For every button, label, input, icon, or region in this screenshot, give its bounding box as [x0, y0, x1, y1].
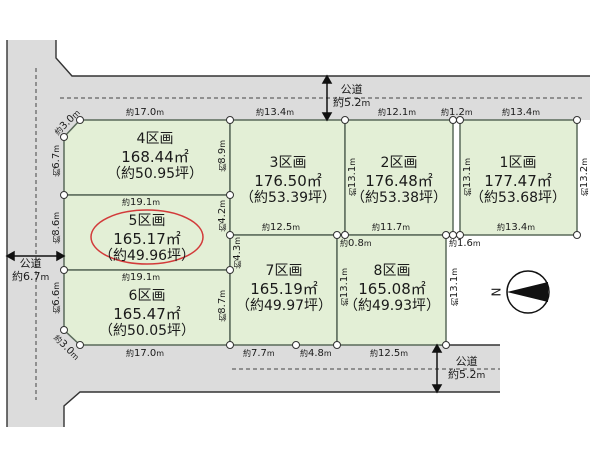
dim-right-8: 約13.1m — [449, 268, 460, 307]
road-width: 約5.2 — [448, 367, 477, 381]
lot-name: 2区画 — [380, 155, 418, 171]
road-width: 約5.2 — [333, 95, 362, 109]
lot-name: 8区画 — [373, 263, 411, 279]
dim-right-1: 約13.2m — [579, 158, 590, 197]
dim-gap-08: 約0.8m — [340, 238, 372, 249]
lot-tsubo: （約53.38坪） — [350, 189, 448, 206]
highlight-ring — [90, 209, 204, 265]
dim-left-2: 約13.1m — [347, 158, 358, 197]
dim-left-1: 約13.1m — [462, 158, 473, 197]
compass-north-label: N — [489, 287, 504, 297]
lot-area: 165.19㎡ — [250, 279, 318, 298]
dim-top-gap: 約1.2m — [441, 107, 473, 118]
dim-right-7-top: 約4.3m — [232, 237, 243, 269]
lot-name: 3区画 — [269, 155, 307, 171]
dim-left-4: 約6.7m — [51, 145, 62, 177]
dim-top-3: 約13.4m — [256, 107, 295, 118]
dim-left-5: 約8.6m — [51, 212, 62, 244]
lot-name: 6区画 — [128, 288, 166, 304]
dim-top-4: 約17.0m — [126, 107, 165, 118]
lot-area: 165.17㎡ — [113, 229, 181, 248]
dim-left-8: 約13.1m — [339, 268, 350, 307]
lot-tsubo: （約53.68坪） — [469, 189, 567, 206]
lot-tsubo: （約53.39坪） — [239, 189, 337, 206]
dim-left-6: 約6.6m — [51, 282, 62, 314]
road-width: 約6.7 — [12, 269, 41, 283]
north-arrow-icon — [506, 270, 550, 314]
lot-area: 168.44㎡ — [121, 147, 189, 166]
lot-7-label[interactable]: 7区画 165.19㎡ （約49.97坪） — [228, 263, 340, 315]
dim-top-1: 約13.4m — [502, 107, 541, 118]
dim-bottom-2: 約11.7m — [372, 222, 411, 233]
road-name: 公道 — [19, 257, 42, 270]
road-name: 公道 — [340, 83, 363, 96]
lot-6 — [63, 269, 231, 346]
dim-bottom-7b: 約4.8m — [300, 348, 332, 359]
road-width-arrows — [5, 74, 443, 394]
lot-tsubo: （約49.96坪） — [98, 247, 196, 264]
lot-tsubo: （約49.93坪） — [343, 297, 441, 314]
lot-tsubo: （約49.97坪） — [235, 297, 333, 314]
lot-area: 176.48㎡ — [365, 171, 433, 190]
survey-markers — [60, 116, 581, 349]
lot-area: 176.50㎡ — [254, 171, 322, 190]
dim-gap-16: 約1.6m — [449, 238, 481, 249]
dim-bottom-8: 約12.5m — [370, 348, 409, 359]
road-name: 公道 — [455, 355, 478, 368]
lot-6-label[interactable]: 6区画 165.47㎡ （約50.05坪） — [82, 288, 212, 340]
dim-top-2: 約12.1m — [378, 107, 417, 118]
lot-name: 5区画 — [128, 213, 166, 229]
lot-5-label[interactable]: 5区画 165.17㎡ （約49.96坪） — [82, 213, 212, 265]
dim-bottom-6: 約17.0m — [126, 348, 165, 359]
lot-area: 165.47㎡ — [113, 304, 181, 323]
lot-tsubo: （約50.95坪） — [106, 165, 204, 182]
dim-right-4: 約8.9m — [217, 140, 228, 172]
road-label-top: 公道 約5.2m — [333, 83, 371, 109]
dim-bottom-7a: 約7.7m — [243, 348, 275, 359]
lot-area: 165.08㎡ — [358, 279, 426, 298]
lot-name: 7区画 — [265, 263, 303, 279]
dim-bottom-4: 約19.1m — [122, 197, 161, 208]
lot-4-label[interactable]: 4区画 168.44㎡ （約50.95坪） — [90, 131, 220, 183]
road-label-bottom: 公道 約5.2m — [448, 355, 486, 381]
lot-tsubo: （約50.05坪） — [98, 322, 196, 339]
lot-name: 4区画 — [136, 131, 174, 147]
road-area — [6, 40, 590, 427]
dim-bottom-5: 約19.1m — [122, 272, 161, 283]
dim-right-6: 約8.7m — [217, 290, 228, 322]
lot-8-label[interactable]: 8区画 165.08㎡ （約49.93坪） — [336, 263, 448, 315]
lot-area: 177.47㎡ — [484, 171, 552, 190]
road-label-left: 公道 約6.7m — [12, 257, 50, 283]
lot-name: 1区画 — [499, 155, 537, 171]
lot-1-label[interactable]: 1区画 177.47㎡ （約53.68坪） — [462, 155, 574, 207]
dim-bottom-1: 約13.4m — [497, 222, 536, 233]
lot-3-label[interactable]: 3区画 176.50㎡ （約53.39坪） — [232, 155, 344, 207]
dim-bottom-3: 約12.5m — [262, 222, 301, 233]
lot-2-label[interactable]: 2区画 176.48㎡ （約53.38坪） — [343, 155, 455, 207]
dim-right-5: 約4.2m — [217, 200, 228, 232]
